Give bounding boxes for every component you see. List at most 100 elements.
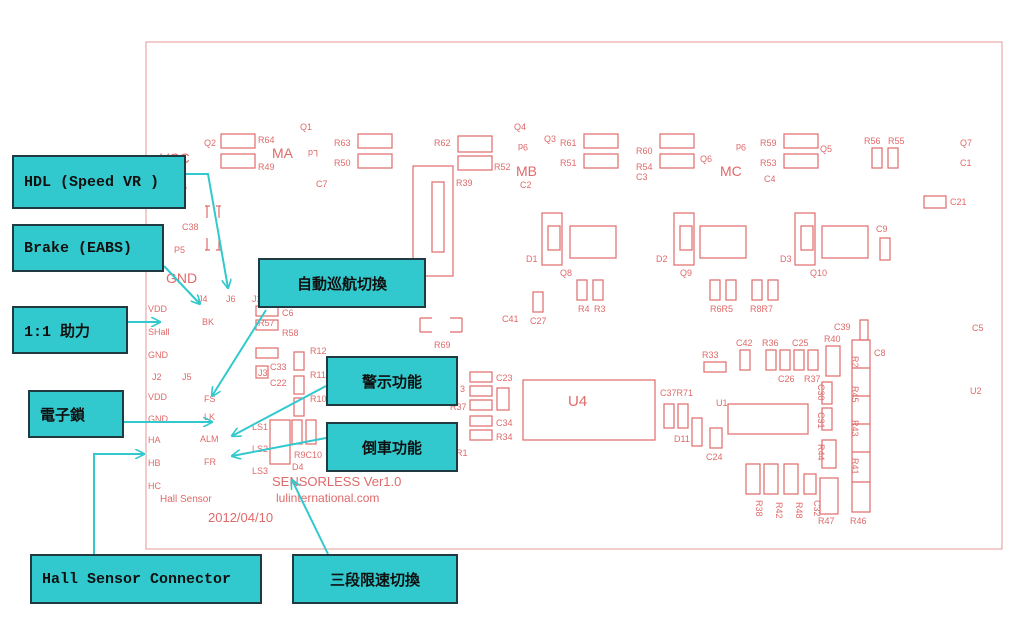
r57-label: R57 xyxy=(258,318,275,328)
r2-label: R2 xyxy=(850,356,860,368)
r38-label: R38 xyxy=(754,500,764,517)
r59-label: R59 xyxy=(760,138,777,148)
board-website: lulinternational.com xyxy=(276,491,379,505)
r53-label: R53 xyxy=(760,158,777,168)
c26-label: C26 xyxy=(778,374,795,384)
q2-label: Q2 xyxy=(204,138,216,148)
r1-label: R1 xyxy=(456,448,468,458)
c3b-label: 3 xyxy=(460,384,465,394)
hb-label: HB xyxy=(148,458,161,468)
gnd-top-label: GND xyxy=(166,270,197,286)
c9-label: C9 xyxy=(876,224,888,234)
r51-label: R51 xyxy=(560,158,577,168)
d3-label: D3 xyxy=(780,254,792,264)
gnd2-label: GND xyxy=(148,414,169,424)
d1-label: D1 xyxy=(526,254,538,264)
c23-label: C23 xyxy=(496,373,513,383)
r50-label: R50 xyxy=(334,158,351,168)
callout-electronic-lock: 電子鎖 xyxy=(28,390,124,438)
c7-label: C7 xyxy=(316,179,328,189)
r47-label: R47 xyxy=(818,516,835,526)
r60-label: R60 xyxy=(636,146,653,156)
j1-label: J1 xyxy=(252,294,262,304)
ha-label: HA xyxy=(148,435,161,445)
r62-label: R62 xyxy=(434,138,451,148)
r36-label: R36 xyxy=(762,338,779,348)
callout-brake-eabs: Brake (EABS) xyxy=(12,224,164,272)
gnd1-label: GND xyxy=(148,350,169,360)
component-footprints xyxy=(205,133,947,515)
j5-label: J5 xyxy=(182,372,192,382)
board-date: 2012/04/10 xyxy=(208,510,273,525)
r41-label: R41 xyxy=(850,458,860,475)
c42-label: C42 xyxy=(736,338,753,348)
c34-label: C34 xyxy=(496,418,513,428)
q1-label: Q1 xyxy=(300,122,312,132)
callout-hall-sensor-connector: Hall Sensor Connector xyxy=(30,554,262,604)
callout-arrows xyxy=(93,173,329,555)
r3-label: R3 xyxy=(594,304,606,314)
c33-label: C33 xyxy=(270,362,287,372)
fs-label: FS xyxy=(204,394,216,404)
callout-alarm: 警示功能 xyxy=(326,356,458,406)
vdd1-label: VDD xyxy=(148,304,168,314)
c5-label: C5 xyxy=(972,323,984,333)
ls3-label: LS3 xyxy=(252,466,268,476)
ls2-label: LS2 xyxy=(252,444,268,454)
c38-label: C38 xyxy=(182,222,199,232)
r63-label: R63 xyxy=(334,138,351,148)
r4-label: R4 xyxy=(578,304,590,314)
9d-label-2: 9d xyxy=(736,142,746,152)
r52-label: R52 xyxy=(494,162,511,172)
c8-label: C8 xyxy=(874,348,886,358)
p5-label: P5 xyxy=(174,245,185,255)
r64-label: R64 xyxy=(258,135,275,145)
r11-label: R11 xyxy=(310,370,326,380)
board-outline xyxy=(145,41,1003,550)
hc-label: HC xyxy=(148,481,161,491)
j6-label: J6 xyxy=(226,294,236,304)
c39-label: C39 xyxy=(834,322,851,332)
r61-label: R61 xyxy=(560,138,577,148)
q3-label: Q3 xyxy=(544,134,556,144)
r37-label: R37 xyxy=(450,402,467,412)
callout-hdl-speed-vr: HDL (Speed VR ) xyxy=(12,155,186,209)
r37b-label: R37 xyxy=(804,374,821,384)
ld-label: Ld xyxy=(308,148,318,158)
mc-label: MC xyxy=(720,163,742,179)
r40-label: R40 xyxy=(824,334,841,344)
alm-label: ALM xyxy=(200,434,219,444)
j3-label: J3 xyxy=(258,368,268,378)
r6r5-label: R6R5 xyxy=(710,304,733,314)
j2-label: J2 xyxy=(152,372,162,382)
c3-label: C3 xyxy=(636,172,648,182)
r44-label: R44 xyxy=(816,444,826,461)
c30-label: C30 xyxy=(816,384,826,401)
q10-label: Q10 xyxy=(810,268,827,278)
c32-label: C32 xyxy=(812,500,822,517)
c2-label: C2 xyxy=(520,180,532,190)
q5-label: Q5 xyxy=(820,144,832,154)
r43-label: R43 xyxy=(850,420,860,437)
c22-label: C22 xyxy=(270,378,287,388)
r48-label: R48 xyxy=(794,502,804,519)
r39-label: R39 xyxy=(456,178,473,188)
ma-label: MA xyxy=(272,145,294,161)
r42-label: R42 xyxy=(774,502,784,519)
r54-label: R54 xyxy=(636,162,653,172)
r9c10-label: R9C10 xyxy=(294,450,322,460)
bk-label: BK xyxy=(202,317,214,327)
callout-speed-limit: 三段限速切換 xyxy=(292,554,458,604)
q7-label: Q7 xyxy=(960,138,972,148)
u2-label: U2 xyxy=(970,386,982,396)
q6-label: Q6 xyxy=(700,154,712,164)
c4-label: C4 xyxy=(764,174,776,184)
ls1-label: LS1 xyxy=(252,422,268,432)
q4-label: Q4 xyxy=(514,122,526,132)
chip-u4 xyxy=(522,379,656,441)
r46-label: R46 xyxy=(850,516,867,526)
r55-label: R55 xyxy=(888,136,905,146)
mb-label: MB xyxy=(516,163,537,179)
u4-label: U4 xyxy=(568,393,587,410)
